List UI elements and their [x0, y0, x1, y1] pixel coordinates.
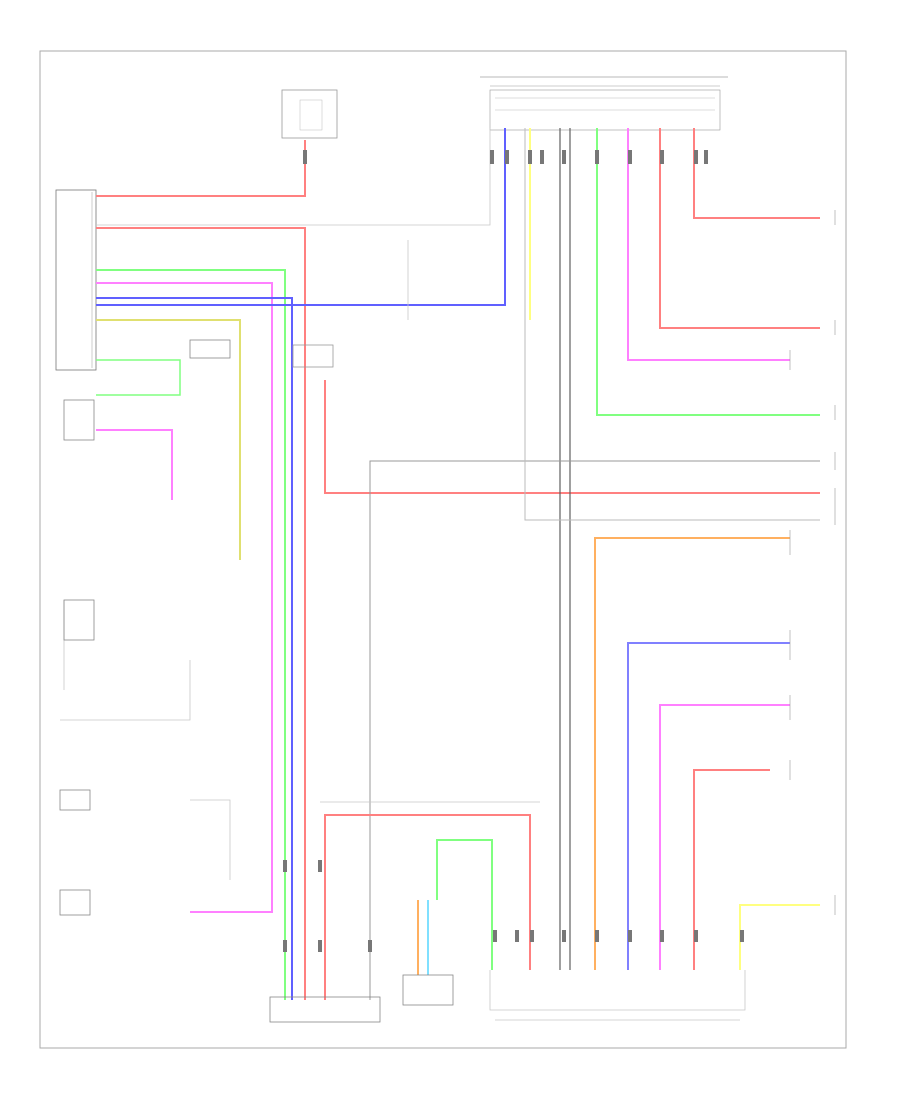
bottom-connectors	[269, 974, 454, 1023]
wire-red-4	[659, 128, 820, 329]
pin-marks	[283, 150, 744, 952]
wire-orange-1	[594, 537, 790, 970]
wire-green-3	[436, 839, 493, 970]
relay-box	[292, 344, 334, 368]
right-terminals	[789, 210, 836, 915]
wire-blue-2	[96, 297, 293, 1000]
wire-yellow-3	[739, 904, 820, 970]
wire-red-1	[96, 140, 306, 197]
wire-red-6	[693, 769, 770, 970]
page-border	[39, 50, 847, 1049]
wire-pink-3	[659, 704, 790, 970]
wire-red-7	[324, 814, 531, 1000]
wire-blue-1	[96, 128, 506, 306]
wire-gray-1	[369, 460, 820, 1000]
wire-red-3	[324, 380, 820, 494]
wire-green-4	[96, 359, 181, 396]
wire-gray-2	[524, 128, 820, 521]
frame-lines	[60, 128, 746, 1021]
wire-green-1	[96, 269, 286, 1000]
wire-pink-4	[96, 429, 173, 500]
wire-red-2	[96, 227, 306, 1000]
top-fuse-block	[281, 89, 338, 139]
wire-yellow-1	[96, 319, 241, 560]
left-module-connector	[55, 189, 97, 371]
wire-pink-2	[627, 128, 790, 361]
wire-red-5	[693, 128, 820, 219]
wire-green-2	[596, 128, 820, 416]
left-components	[59, 339, 231, 916]
top-right-connector-block	[480, 76, 728, 131]
wire-pink-1	[96, 282, 273, 913]
wire-blue-3	[627, 642, 790, 970]
